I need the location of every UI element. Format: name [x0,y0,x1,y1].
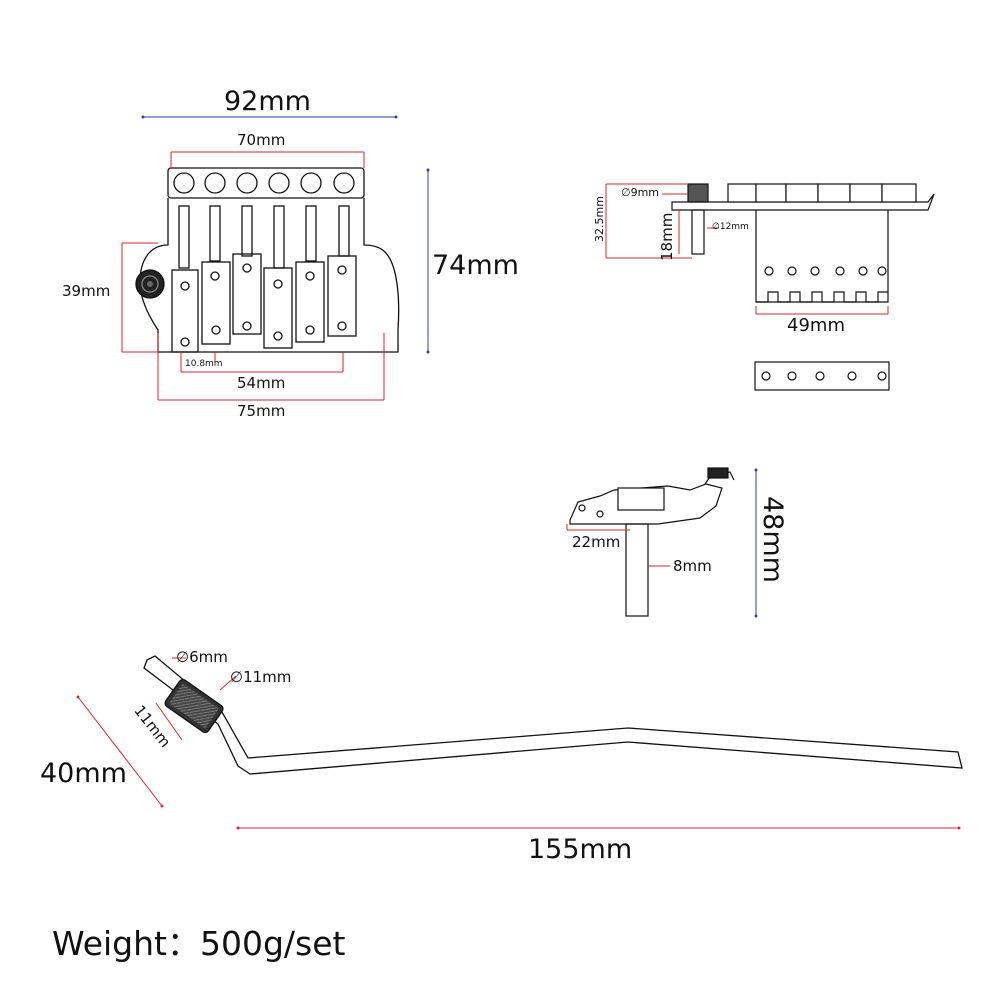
tremolo-arm [143,655,963,775]
locking-clamp [569,467,735,617]
dim-stud-spacing: 54mm [237,374,286,392]
bridge-side-view [671,183,935,391]
clamp-dimension-lines [566,468,758,618]
dim-side-total-height: 32.5mm [593,196,606,242]
dim-clamp-height: 48mm [757,496,788,583]
arm-dimension-lines [76,657,961,830]
dim-stud-height: 18mm [658,212,676,261]
dim-nut-diameter: ∅9mm [621,186,660,199]
dim-block-width: 49mm [787,315,845,336]
dim-height: 74mm [432,250,519,281]
weight-line: Weight：500g/set [52,917,345,965]
weight-label: Weight： [52,924,200,963]
dim-stud-diameter: ∅12mm [712,222,749,232]
side-dimension-lines [605,183,889,315]
dim-arm-tip: ∅6mm [176,648,228,666]
dim-collar-diameter: ∅11mm [230,668,292,686]
bridge-front-view [135,167,400,353]
dim-saddle-spacing: 10.8mm [185,359,223,369]
dim-saddle-span: 70mm [237,131,286,149]
weight-value: 500g/set [199,924,346,963]
front-dimension-lines [121,115,430,401]
dim-arm-height: 40mm [40,758,127,789]
dim-clamp-width: 22mm [572,533,621,551]
dim-side-height: 39mm [62,282,111,300]
dim-arm-length: 155mm [528,834,633,865]
dim-clamp-post: 8mm [673,557,712,575]
dim-base-width: 75mm [237,402,286,420]
dim-total-width: 92mm [224,86,311,117]
